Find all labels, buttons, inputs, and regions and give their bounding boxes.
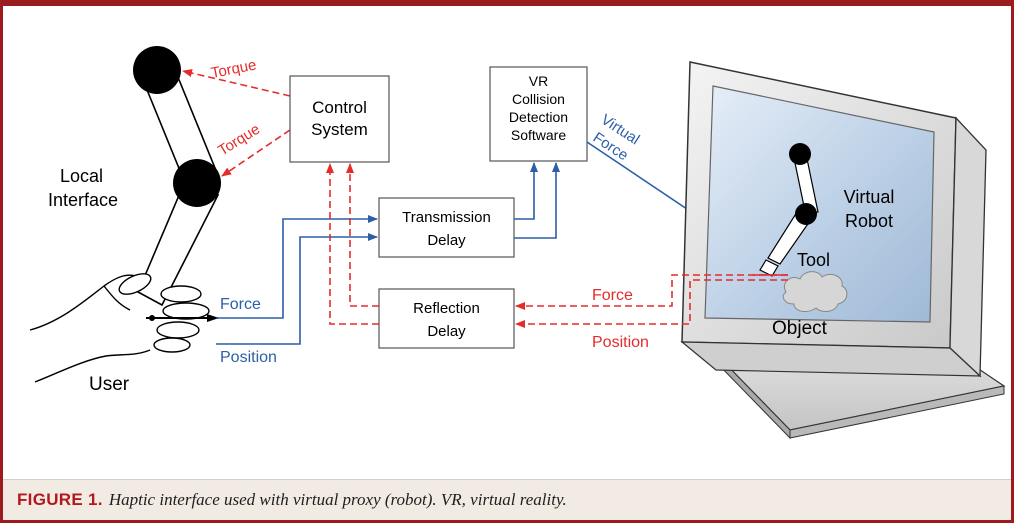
transmission-delay-box: Transmission Delay bbox=[378, 197, 515, 258]
position-feedback-arrow bbox=[515, 279, 788, 328]
reflection-to-control-arrow-1 bbox=[346, 163, 379, 307]
monitor-screen bbox=[704, 85, 935, 323]
virtual-robot-middle-joint bbox=[795, 203, 817, 225]
virtual-robot-label-2: Robot bbox=[845, 211, 893, 231]
transmission-label-1: Transmission bbox=[402, 209, 491, 226]
monitor bbox=[680, 61, 1006, 440]
reflection-delay-box: Reflection Delay bbox=[378, 288, 515, 349]
monitor-bottom-edge bbox=[680, 341, 982, 377]
vr-label-1: VR bbox=[529, 73, 548, 89]
monitor-side bbox=[949, 116, 987, 378]
caption-label: FIGURE 1. bbox=[17, 490, 103, 509]
transmission-label-2: Delay bbox=[427, 232, 466, 249]
vr-collision-box: VR Collision Detection Software bbox=[489, 66, 588, 162]
object-label: Object bbox=[772, 318, 828, 339]
force-label-right: Force bbox=[592, 287, 633, 304]
caption-text: Haptic interface used with virtual proxy… bbox=[108, 490, 567, 509]
position-label-right: Position bbox=[592, 334, 649, 351]
tool-label: Tool bbox=[797, 250, 830, 270]
user-hand bbox=[29, 273, 210, 383]
force-label-left: Force bbox=[220, 296, 261, 313]
reflection-to-control-arrow-2 bbox=[326, 163, 379, 325]
position-signal-arrow bbox=[216, 233, 378, 345]
virtual-tool bbox=[759, 259, 779, 277]
local-interface-label-2: Interface bbox=[48, 190, 118, 210]
torque-label-bottom: Torque bbox=[215, 121, 263, 160]
virtual-robot bbox=[759, 143, 819, 277]
user-label: User bbox=[89, 374, 130, 395]
torque-arrow-bottom bbox=[221, 129, 291, 177]
control-system-box: Control System bbox=[289, 75, 390, 163]
vr-label-4: Software bbox=[511, 127, 566, 143]
transmission-to-vr-arrow-2 bbox=[514, 162, 560, 239]
force-feedback-arrow bbox=[515, 274, 788, 310]
figure-caption: FIGURE 1. Haptic interface used with virt… bbox=[3, 479, 1011, 520]
reflection-label-2: Delay bbox=[427, 323, 466, 340]
virtual-robot-top-joint bbox=[789, 143, 811, 165]
vr-label-3: Detection bbox=[509, 109, 568, 125]
handle-grip-dot bbox=[149, 315, 155, 321]
virtual-object-cloud bbox=[782, 271, 848, 312]
control-system-label-2: System bbox=[311, 120, 368, 139]
torque-label-top: Torque bbox=[210, 56, 258, 81]
position-label-left: Position bbox=[220, 349, 277, 366]
haptic-device bbox=[133, 46, 221, 307]
top-joint bbox=[133, 46, 181, 94]
vr-label-2: Collision bbox=[512, 91, 565, 107]
control-system-label-1: Control bbox=[312, 98, 367, 117]
torque-arrow-top bbox=[182, 69, 291, 97]
virtual-robot-label-1: Virtual bbox=[844, 187, 895, 207]
reflection-label-1: Reflection bbox=[413, 300, 480, 317]
monitor-base-side bbox=[789, 385, 1005, 439]
middle-joint bbox=[173, 159, 221, 207]
transmission-to-vr-arrow-1 bbox=[514, 162, 538, 220]
local-interface-label-1: Local bbox=[60, 166, 103, 186]
